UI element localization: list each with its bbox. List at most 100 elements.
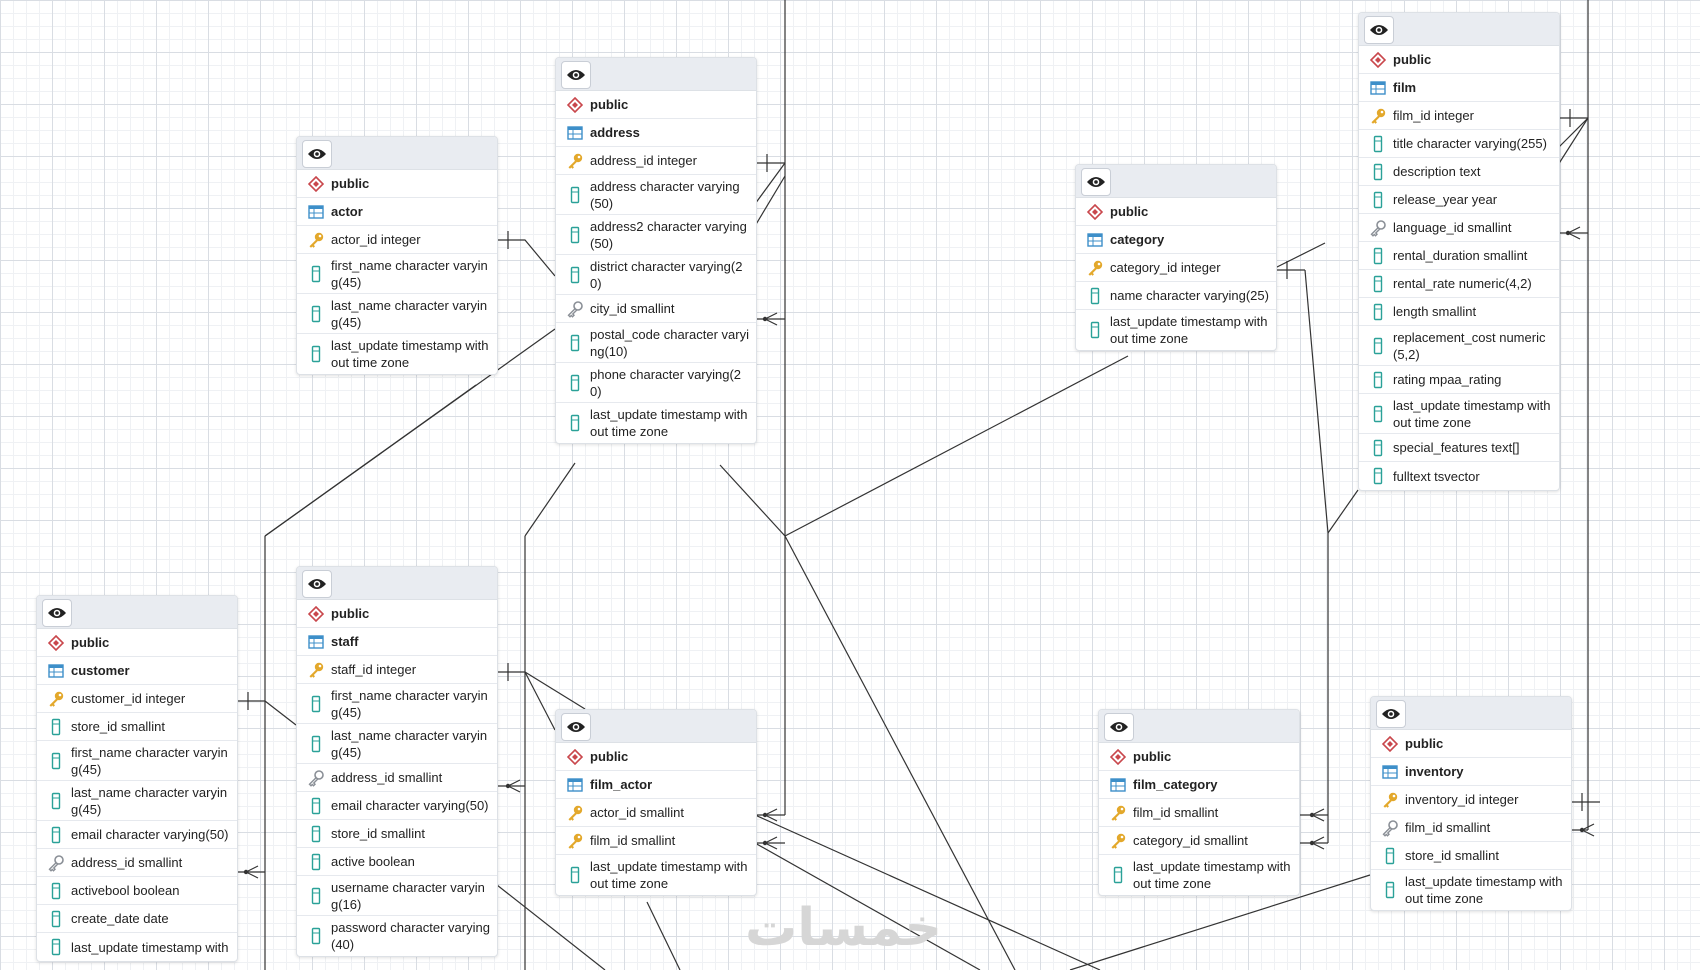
column-row[interactable]: actor_id smallint	[556, 799, 756, 827]
table-name-row[interactable]: category	[1076, 226, 1276, 254]
column-row[interactable]: store_id smallint	[297, 820, 497, 848]
column-row[interactable]: address character varying(50)	[556, 175, 756, 215]
column-row[interactable]: category_id smallint	[1099, 827, 1299, 855]
column-row[interactable]: last_update timestamp without time zone	[1076, 310, 1276, 350]
column-row[interactable]: film_id smallint	[1371, 814, 1571, 842]
table-name-row[interactable]: customer	[37, 657, 237, 685]
eye-icon[interactable]	[1104, 713, 1134, 741]
column-row[interactable]: film_id smallint	[1099, 799, 1299, 827]
column-row[interactable]: address2 character varying(50)	[556, 215, 756, 255]
column-row[interactable]: staff_id integer	[297, 656, 497, 684]
column-row[interactable]: special_features text[]	[1359, 434, 1559, 462]
column-row[interactable]: fulltext tsvector	[1359, 462, 1559, 490]
eye-icon[interactable]	[1081, 168, 1111, 196]
column-row[interactable]: customer_id integer	[37, 685, 237, 713]
column-row[interactable]: title character varying(255)	[1359, 130, 1559, 158]
column-row[interactable]: description text	[1359, 158, 1559, 186]
column-row[interactable]: last_update timestamp without time zone	[1371, 870, 1571, 910]
schema-row[interactable]: public	[1359, 46, 1559, 74]
table-header	[1359, 13, 1559, 46]
column-row[interactable]: last_update timestamp without time zone	[556, 855, 756, 895]
column-row[interactable]: last_update timestamp without time zone	[556, 403, 756, 443]
column-row[interactable]: email character varying(50)	[297, 792, 497, 820]
column-row[interactable]: first_name character varying(45)	[37, 741, 237, 781]
column-row[interactable]: film_id integer	[1359, 102, 1559, 130]
row-label: address character varying(50)	[590, 178, 740, 211]
table-name-row[interactable]: address	[556, 119, 756, 147]
column-row[interactable]: language_id smallint	[1359, 214, 1559, 242]
schema-row[interactable]: public	[1371, 730, 1571, 758]
schema-row[interactable]: public	[556, 743, 756, 771]
schema-row[interactable]: public	[297, 170, 497, 198]
column-icon	[1369, 247, 1387, 265]
column-row[interactable]: last_update timestamp without time zone	[297, 334, 497, 374]
column-row[interactable]: address_id smallint	[297, 764, 497, 792]
schema-row[interactable]: public	[297, 600, 497, 628]
eye-icon[interactable]	[1376, 700, 1406, 728]
table-name-row[interactable]: film_actor	[556, 771, 756, 799]
column-row[interactable]: last_name character varying(45)	[297, 724, 497, 764]
column-row[interactable]: length smallint	[1359, 298, 1559, 326]
table-name-row[interactable]: film_category	[1099, 771, 1299, 799]
column-row[interactable]: store_id smallint	[1371, 842, 1571, 870]
column-row[interactable]: phone character varying(20)	[556, 363, 756, 403]
eye-icon[interactable]	[42, 599, 72, 627]
column-row[interactable]: username character varying(16)	[297, 876, 497, 916]
table-name-row[interactable]: inventory	[1371, 758, 1571, 786]
column-row[interactable]: address_id integer	[556, 147, 756, 175]
column-row[interactable]: rental_duration smallint	[1359, 242, 1559, 270]
column-row[interactable]: name character varying(25)	[1076, 282, 1276, 310]
column-row[interactable]: last_update timestamp without time zone	[1359, 394, 1559, 434]
eye-icon[interactable]	[561, 713, 591, 741]
column-row[interactable]: rating mpaa_rating	[1359, 366, 1559, 394]
column-row[interactable]: password character varying(40)	[297, 916, 497, 956]
column-row[interactable]: release_year year	[1359, 186, 1559, 214]
row-label: first_name character varying(45)	[331, 257, 488, 290]
column-row[interactable]: first_name character varying(45)	[297, 684, 497, 724]
column-row[interactable]: rental_rate numeric(4,2)	[1359, 270, 1559, 298]
schema-row[interactable]: public	[1076, 198, 1276, 226]
column-row[interactable]: store_id smallint	[37, 713, 237, 741]
column-icon	[307, 695, 325, 713]
column-row[interactable]: film_id smallint	[556, 827, 756, 855]
column-row[interactable]: last_name character varying(45)	[37, 781, 237, 821]
table-name-row[interactable]: staff	[297, 628, 497, 656]
eye-icon[interactable]	[561, 61, 591, 89]
column-row[interactable]: actor_id integer	[297, 226, 497, 254]
schema-row[interactable]: public	[556, 91, 756, 119]
column-row[interactable]: first_name character varying(45)	[297, 254, 497, 294]
column-row[interactable]: district character varying(20)	[556, 255, 756, 295]
column-row[interactable]: address_id smallint	[37, 849, 237, 877]
table-header	[556, 58, 756, 91]
column-row[interactable]: active boolean	[297, 848, 497, 876]
eye-icon[interactable]	[302, 140, 332, 168]
column-row[interactable]: city_id smallint	[556, 295, 756, 323]
eye-icon[interactable]	[1364, 16, 1394, 44]
column-row[interactable]: replacement_cost numeric(5,2)	[1359, 326, 1559, 366]
eye-icon[interactable]	[302, 570, 332, 598]
column-row[interactable]: postal_code character varying(10)	[556, 323, 756, 363]
column-row[interactable]: last_update timestamp without time zone	[1099, 855, 1299, 895]
column-row[interactable]: email character varying(50)	[37, 821, 237, 849]
column-row[interactable]: category_id integer	[1076, 254, 1276, 282]
schema-row[interactable]: public	[1099, 743, 1299, 771]
column-row[interactable]: last_update timestamp with	[37, 933, 237, 961]
schema-row[interactable]: public	[37, 629, 237, 657]
table-name-row[interactable]: film	[1359, 74, 1559, 102]
table-name-row[interactable]: actor	[297, 198, 497, 226]
column-row[interactable]: activebool boolean	[37, 877, 237, 905]
column-row[interactable]: last_name character varying(45)	[297, 294, 497, 334]
column-row[interactable]: create_date date	[37, 905, 237, 933]
relationship-line	[764, 318, 778, 326]
column-row[interactable]: inventory_id integer	[1371, 786, 1571, 814]
